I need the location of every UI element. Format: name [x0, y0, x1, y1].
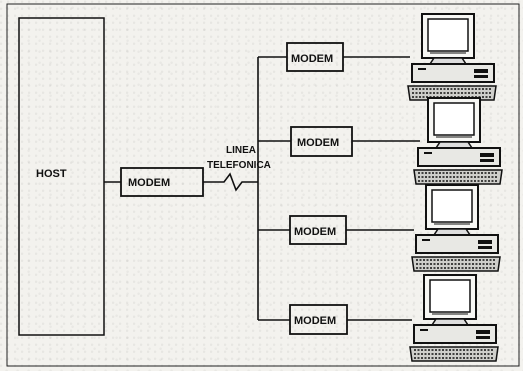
remote-modem-1-label: MODEM — [291, 53, 333, 65]
host-modem-label: MODEM — [128, 177, 170, 189]
phone-line-label-2: TELEFONICA — [207, 160, 271, 171]
remote-modem-3-label: MODEM — [294, 226, 336, 238]
desktop-computer-icon — [412, 185, 500, 271]
phone-line-label-1: LINEA — [226, 145, 256, 156]
phone-line — [203, 174, 258, 190]
desktop-computer-icon — [414, 98, 502, 184]
remote-modem-2-label: MODEM — [297, 137, 339, 149]
desktop-computer-icon — [410, 275, 498, 361]
desktop-computer-icon — [408, 14, 496, 100]
host-label: HOST — [36, 168, 67, 180]
remote-modem-4-label: MODEM — [294, 315, 336, 327]
